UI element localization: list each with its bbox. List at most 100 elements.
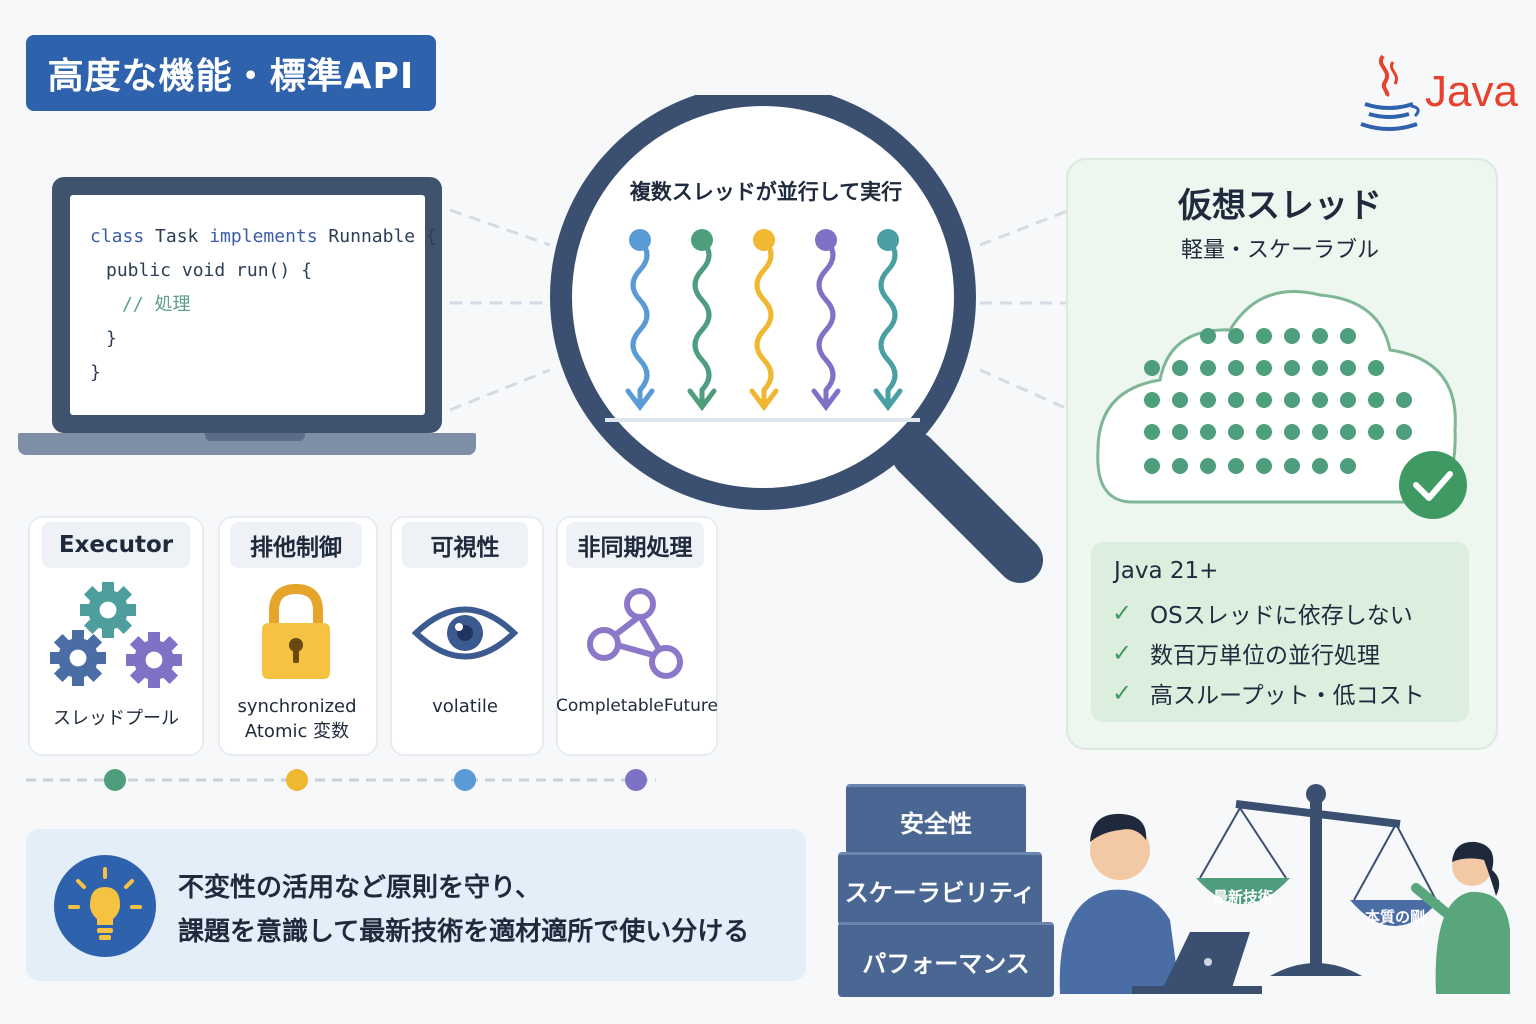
virtual-thread-dot [1340, 360, 1356, 376]
thread-start-dot [691, 229, 713, 251]
virtual-thread-dot [1172, 360, 1188, 376]
timeline-dot-lock [286, 769, 308, 791]
virtual-thread-dot [1284, 360, 1300, 376]
virtual-thread-dot [1368, 424, 1384, 440]
check-icon: ✓ [1112, 599, 1133, 627]
thread-arrowhead [749, 388, 779, 412]
virtual-thread-dot [1312, 458, 1328, 474]
virtual-thread-dot [1172, 424, 1188, 440]
virtual-thread-dot [1200, 424, 1216, 440]
network-nodes-icon [587, 588, 683, 679]
virtual-thread-dot [1340, 328, 1356, 344]
people-illustration: 最新技術 本質の剛 [1059, 784, 1510, 994]
connector-lines [449, 208, 1071, 412]
virtual-thread-dot [1284, 424, 1300, 440]
code-line-3: // 処理 [122, 294, 191, 315]
virtual-thread-dot [1340, 458, 1356, 474]
code-snippet: class Task implements Runnable { public … [90, 220, 437, 390]
person-pointing-icon [1411, 841, 1510, 994]
magnifier [550, 95, 1043, 583]
virtual-thread-dot [1144, 458, 1160, 474]
java-logo-text: Java [1425, 67, 1518, 116]
code-line-4: } [106, 328, 117, 349]
thread-arrowhead [687, 388, 717, 412]
code-line-5: } [90, 362, 101, 383]
virtual-thread-dot [1312, 328, 1328, 344]
virtual-thread-subtitle: 軽量・スケーラブル [1180, 238, 1379, 263]
virtual-thread-dot [1200, 328, 1216, 344]
callout-text: 不変性の活用など原則を守り、 課題を意識して最新技術を適材適所で使い分ける [178, 873, 750, 947]
virtual-thread-dot [1256, 328, 1272, 344]
gear-icon [50, 630, 106, 686]
person-with-laptop-icon [1059, 813, 1262, 994]
thread-start-dot [815, 229, 837, 251]
virtual-thread-dot [1256, 458, 1272, 474]
virtual-thread-dot [1200, 392, 1216, 408]
check-circle-icon [1399, 451, 1467, 519]
check-icon: ✓ [1112, 679, 1133, 707]
virtual-thread-dot [1396, 392, 1412, 408]
virtual-thread-dot [1368, 392, 1384, 408]
virtual-thread-dot [1340, 392, 1356, 408]
thread-line [754, 238, 774, 403]
stack-scalability: スケーラビリティ [838, 852, 1042, 925]
thread-start-dot [877, 229, 899, 251]
page-title: 高度な機能・標準API [26, 35, 436, 111]
gear-icon [80, 582, 136, 638]
stack-performance: パフォーマンス [838, 922, 1054, 997]
check-icon: ✓ [1112, 639, 1133, 667]
thread-line [630, 238, 650, 403]
virtual-thread-dot [1228, 328, 1244, 344]
thread-start-dot [753, 229, 775, 251]
code-line-2: public void run() { [106, 260, 312, 281]
virtual-thread-dot [1312, 424, 1328, 440]
virtual-thread-dot [1172, 458, 1188, 474]
feature-timeline [26, 769, 656, 791]
scale-left-label: 最新技術 [1213, 888, 1273, 906]
java-coffee-cup-icon [1360, 54, 1420, 131]
thread-arrowhead [811, 388, 841, 412]
virtual-thread-dot [1200, 360, 1216, 376]
laptop-display [70, 195, 425, 415]
java-version: Java 21+ [1114, 558, 1219, 584]
virtual-thread-dot [1200, 458, 1216, 474]
virtual-thread-details [1091, 542, 1469, 722]
virtual-thread-dot [1172, 392, 1188, 408]
thread-line [692, 238, 712, 403]
magnifier-caption: 複数スレッドが並行して実行 [629, 180, 903, 204]
feature-caption-executor: スレッドプール [53, 708, 179, 729]
padlock-icon [262, 583, 330, 679]
feature-caption-visibility: volatile [432, 696, 498, 717]
thread-arrows [625, 229, 903, 412]
virtual-thread-dot [1284, 328, 1300, 344]
thread-line [878, 238, 898, 403]
virtual-thread-dot [1228, 360, 1244, 376]
virtual-thread-dot [1256, 392, 1272, 408]
feature-title-lock: 排他制御 [230, 522, 362, 568]
stack-safety: 安全性 [846, 784, 1026, 855]
feature-title-visibility: 可視性 [402, 522, 528, 568]
vt-point-2: ✓数百万単位の並行処理 [1112, 639, 1380, 669]
virtual-thread-dot [1340, 424, 1356, 440]
principle-callout [26, 829, 806, 981]
feature-caption-lock: synchronized Atomic 変数 [237, 696, 357, 742]
balance-scale-icon: 最新技術 本質の剛 [1196, 784, 1440, 976]
virtual-thread-dot [1144, 360, 1160, 376]
gear-icon [126, 632, 182, 688]
thread-arrowhead [625, 388, 655, 412]
vt-point-1: ✓OSスレッドに依存しない [1112, 599, 1413, 629]
laptop-notch [205, 433, 305, 441]
virtual-thread-dot [1228, 424, 1244, 440]
feature-title-async: 非同期処理 [566, 522, 704, 568]
code-line-1: class Task implements Runnable { [90, 226, 437, 247]
scale-right-label: 本質の剛 [1365, 908, 1425, 926]
thread-start-dot [629, 229, 651, 251]
feature-caption-async: CompletableFuture [556, 696, 718, 716]
timeline-dot-visibility [454, 769, 476, 791]
virtual-thread-dot [1396, 424, 1412, 440]
virtual-thread-dot [1256, 424, 1272, 440]
feature-title-executor: Executor [42, 522, 190, 568]
virtual-thread-title: 仮想スレッド [1178, 186, 1382, 226]
lightbulb-icon [54, 855, 156, 957]
thread-line [816, 238, 836, 403]
